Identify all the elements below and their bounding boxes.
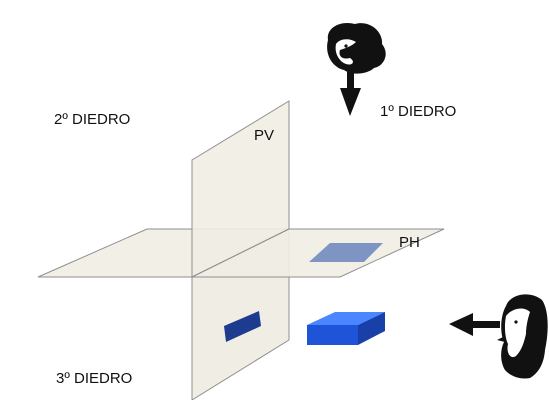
label-horizontal-plane: PH xyxy=(399,234,420,251)
ground-line xyxy=(191,228,290,278)
blue-solid xyxy=(307,312,385,345)
observer-looking-left-icon xyxy=(449,294,548,379)
solid-side-face xyxy=(358,312,385,345)
solid-top-face xyxy=(307,312,385,325)
observer-looking-down-icon xyxy=(327,22,386,116)
label-dihedral-2: 2º DIEDRO xyxy=(54,111,130,128)
label-vertical-plane: PV xyxy=(254,127,274,144)
solid-front-face xyxy=(307,325,358,345)
projection-on-horizontal-plane xyxy=(309,243,383,262)
label-dihedral-3: 3º DIEDRO xyxy=(56,370,132,387)
projection-on-vertical-plane xyxy=(224,311,261,342)
label-dihedral-1: 1º DIEDRO xyxy=(380,103,456,120)
